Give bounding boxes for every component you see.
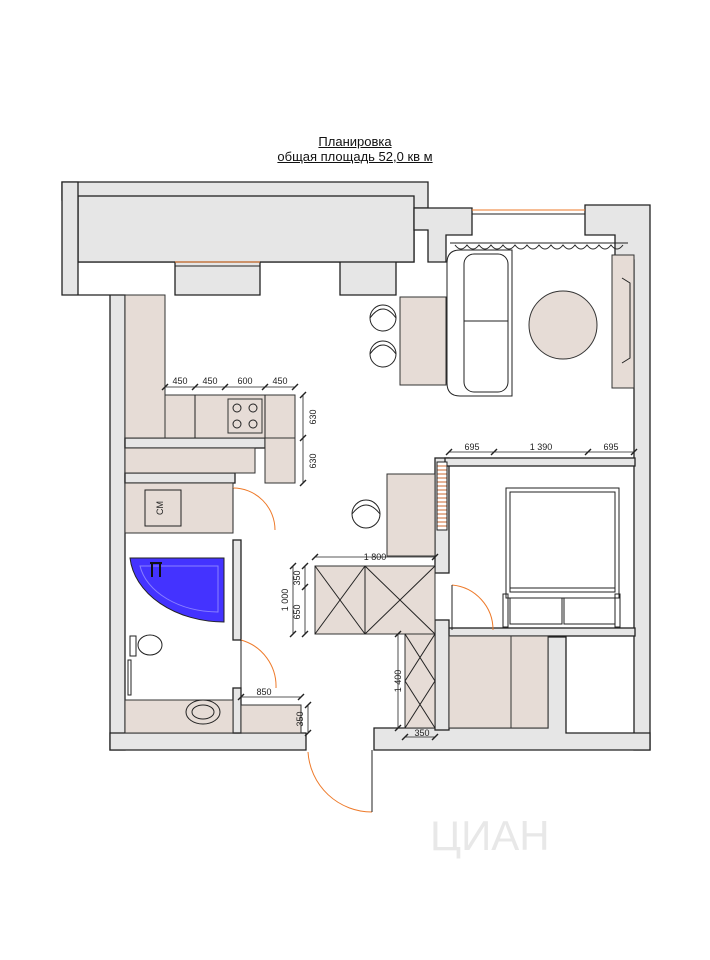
- kitchen-left-counter: [124, 294, 166, 439]
- hall-wardrobe: [404, 633, 436, 729]
- plan-title: Планировка: [318, 134, 392, 149]
- wall-laundry-top: [124, 472, 236, 484]
- bath-vanity: [124, 699, 234, 734]
- dim-kitchen-450-b: 450: [202, 376, 217, 386]
- tv-icon: [621, 277, 631, 364]
- wall-bottom-left: [109, 732, 307, 751]
- wall-bedroom-lower: [434, 619, 450, 731]
- balcony-slab: [77, 195, 415, 263]
- outer-walls: [61, 181, 651, 751]
- sink-icon: [185, 699, 221, 725]
- toilet-icon: [137, 634, 163, 656]
- tv-stand: [611, 254, 635, 389]
- chair-icon: [369, 340, 397, 368]
- bar-counter: [399, 296, 447, 386]
- living-room: [369, 242, 635, 397]
- wall-bedroom-top: [444, 457, 636, 467]
- chair-icon: [369, 304, 397, 332]
- dim-wardrobe-350: 350: [292, 570, 302, 585]
- desk-area: [351, 473, 436, 557]
- dim-kitchen-630-a: 630: [308, 409, 318, 424]
- radiator: [127, 659, 132, 696]
- door-arc-bedroom: [451, 584, 494, 631]
- watermark: ЦИАН: [430, 812, 550, 859]
- kitchen: [124, 294, 296, 484]
- wall-bath-right: [232, 539, 242, 641]
- coffee-table: [528, 290, 598, 360]
- fridge: [264, 437, 296, 484]
- stove: [227, 398, 263, 434]
- hall-cabinet: [510, 635, 549, 729]
- door-arc-laundry: [232, 487, 276, 531]
- dim-bath-350: 350: [295, 711, 305, 726]
- plan-subtitle: общая площадь 52,0 кв м: [277, 149, 433, 164]
- bathtub: [129, 557, 225, 623]
- dim-bed-1390: 1 390: [530, 442, 553, 452]
- dim-wardrobe-650: 650: [292, 604, 302, 619]
- laundry-cabinet: [124, 482, 234, 534]
- dimension-lines: [161, 383, 638, 741]
- wall-bedroom-bottom: [444, 627, 636, 637]
- bed: [502, 487, 621, 628]
- wall-top-mid: [413, 207, 473, 263]
- door-arc-entrance: [307, 751, 373, 813]
- shoe-cabinet: [240, 704, 302, 734]
- windows: [175, 209, 585, 267]
- sofa: [446, 249, 513, 397]
- dim-hall-350: 350: [414, 728, 429, 738]
- bedroom-partition-hatched: [436, 461, 448, 531]
- washing-machine: [144, 489, 182, 527]
- bedroom: [436, 461, 621, 729]
- curtain: [454, 244, 624, 250]
- wardrobe-unit: [314, 565, 436, 635]
- dim-bed-695-a: 695: [464, 442, 479, 452]
- wall-kitchen-divider: [124, 437, 266, 449]
- hall-bench: [448, 635, 512, 729]
- door-arc-bathroom: [240, 639, 277, 689]
- wall-left: [61, 181, 126, 751]
- washing-machine-label: СМ: [155, 501, 165, 515]
- wardrobe: [314, 565, 436, 729]
- dim-wardrobe-1000: 1 000: [280, 589, 290, 612]
- faucet-icon: [150, 562, 162, 577]
- dimension-labels: 450 450 600 450 630 630 695 1 390 695 1 …: [172, 376, 618, 738]
- dim-wardrobe-1800: 1 800: [364, 552, 387, 562]
- wall-bath-right-low: [232, 687, 242, 734]
- kitchen-shelf: [124, 447, 256, 474]
- dim-kitchen-630-b: 630: [308, 453, 318, 468]
- desk: [386, 473, 436, 557]
- dim-kitchen-450-c: 450: [272, 376, 287, 386]
- dim-kitchen-450-a: 450: [172, 376, 187, 386]
- office-chair-icon: [351, 499, 381, 529]
- entrance-door: [307, 750, 373, 813]
- interior-walls: [124, 437, 636, 734]
- dim-bath-850: 850: [256, 687, 271, 697]
- bathroom: [124, 557, 302, 734]
- dim-kitchen-600: 600: [237, 376, 252, 386]
- dim-bed-695-b: 695: [603, 442, 618, 452]
- dim-hall-1400: 1 400: [393, 670, 403, 693]
- laundry: СМ: [124, 482, 276, 534]
